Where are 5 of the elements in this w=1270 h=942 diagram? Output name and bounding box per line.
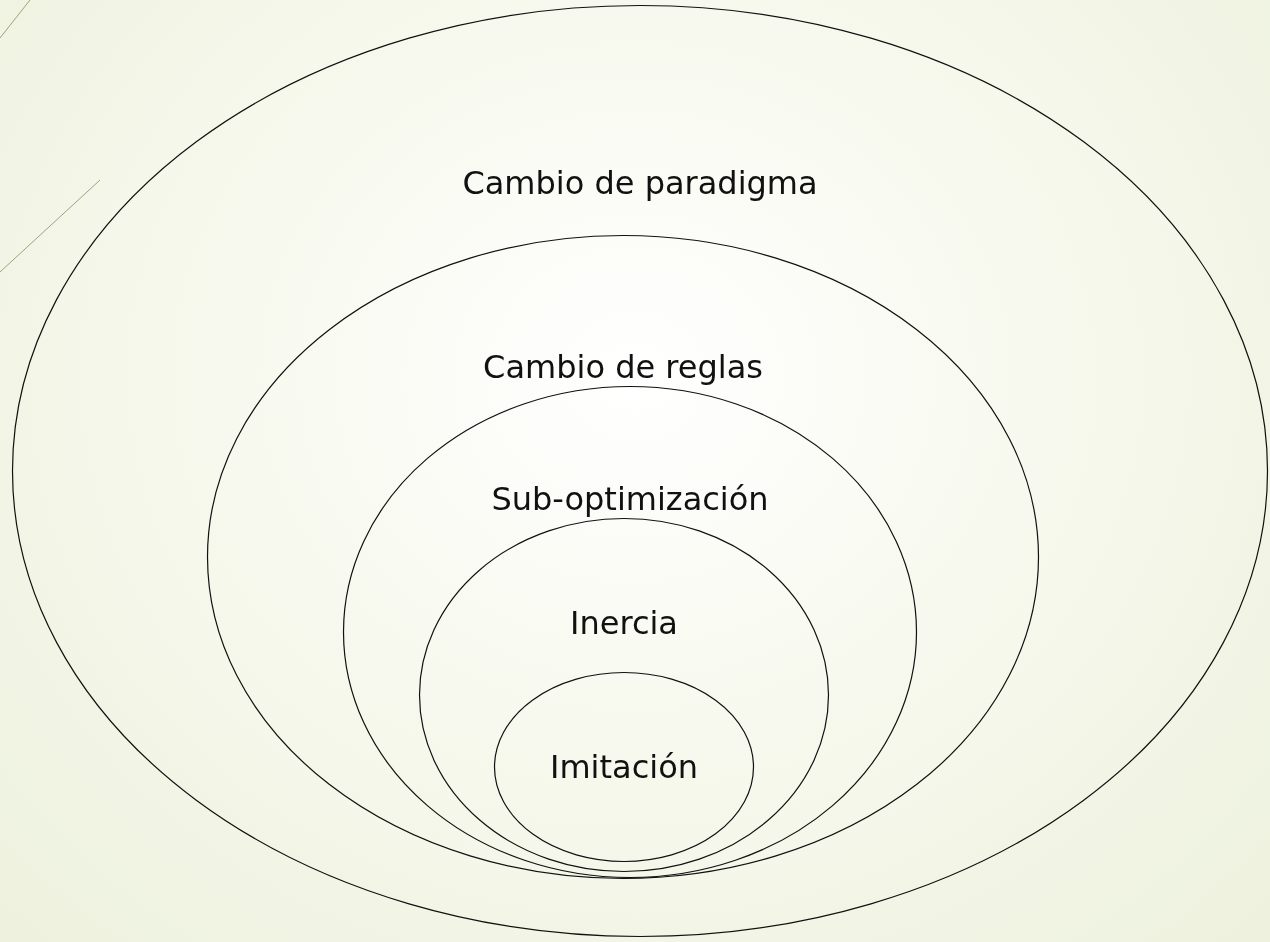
ring-label: Sub-optimización bbox=[491, 480, 769, 519]
ring-label: Imitación bbox=[550, 748, 698, 787]
ring-label: Cambio de paradigma bbox=[462, 164, 818, 203]
ring-label: Cambio de reglas bbox=[483, 348, 763, 387]
ring-label: Inercia bbox=[570, 604, 678, 643]
